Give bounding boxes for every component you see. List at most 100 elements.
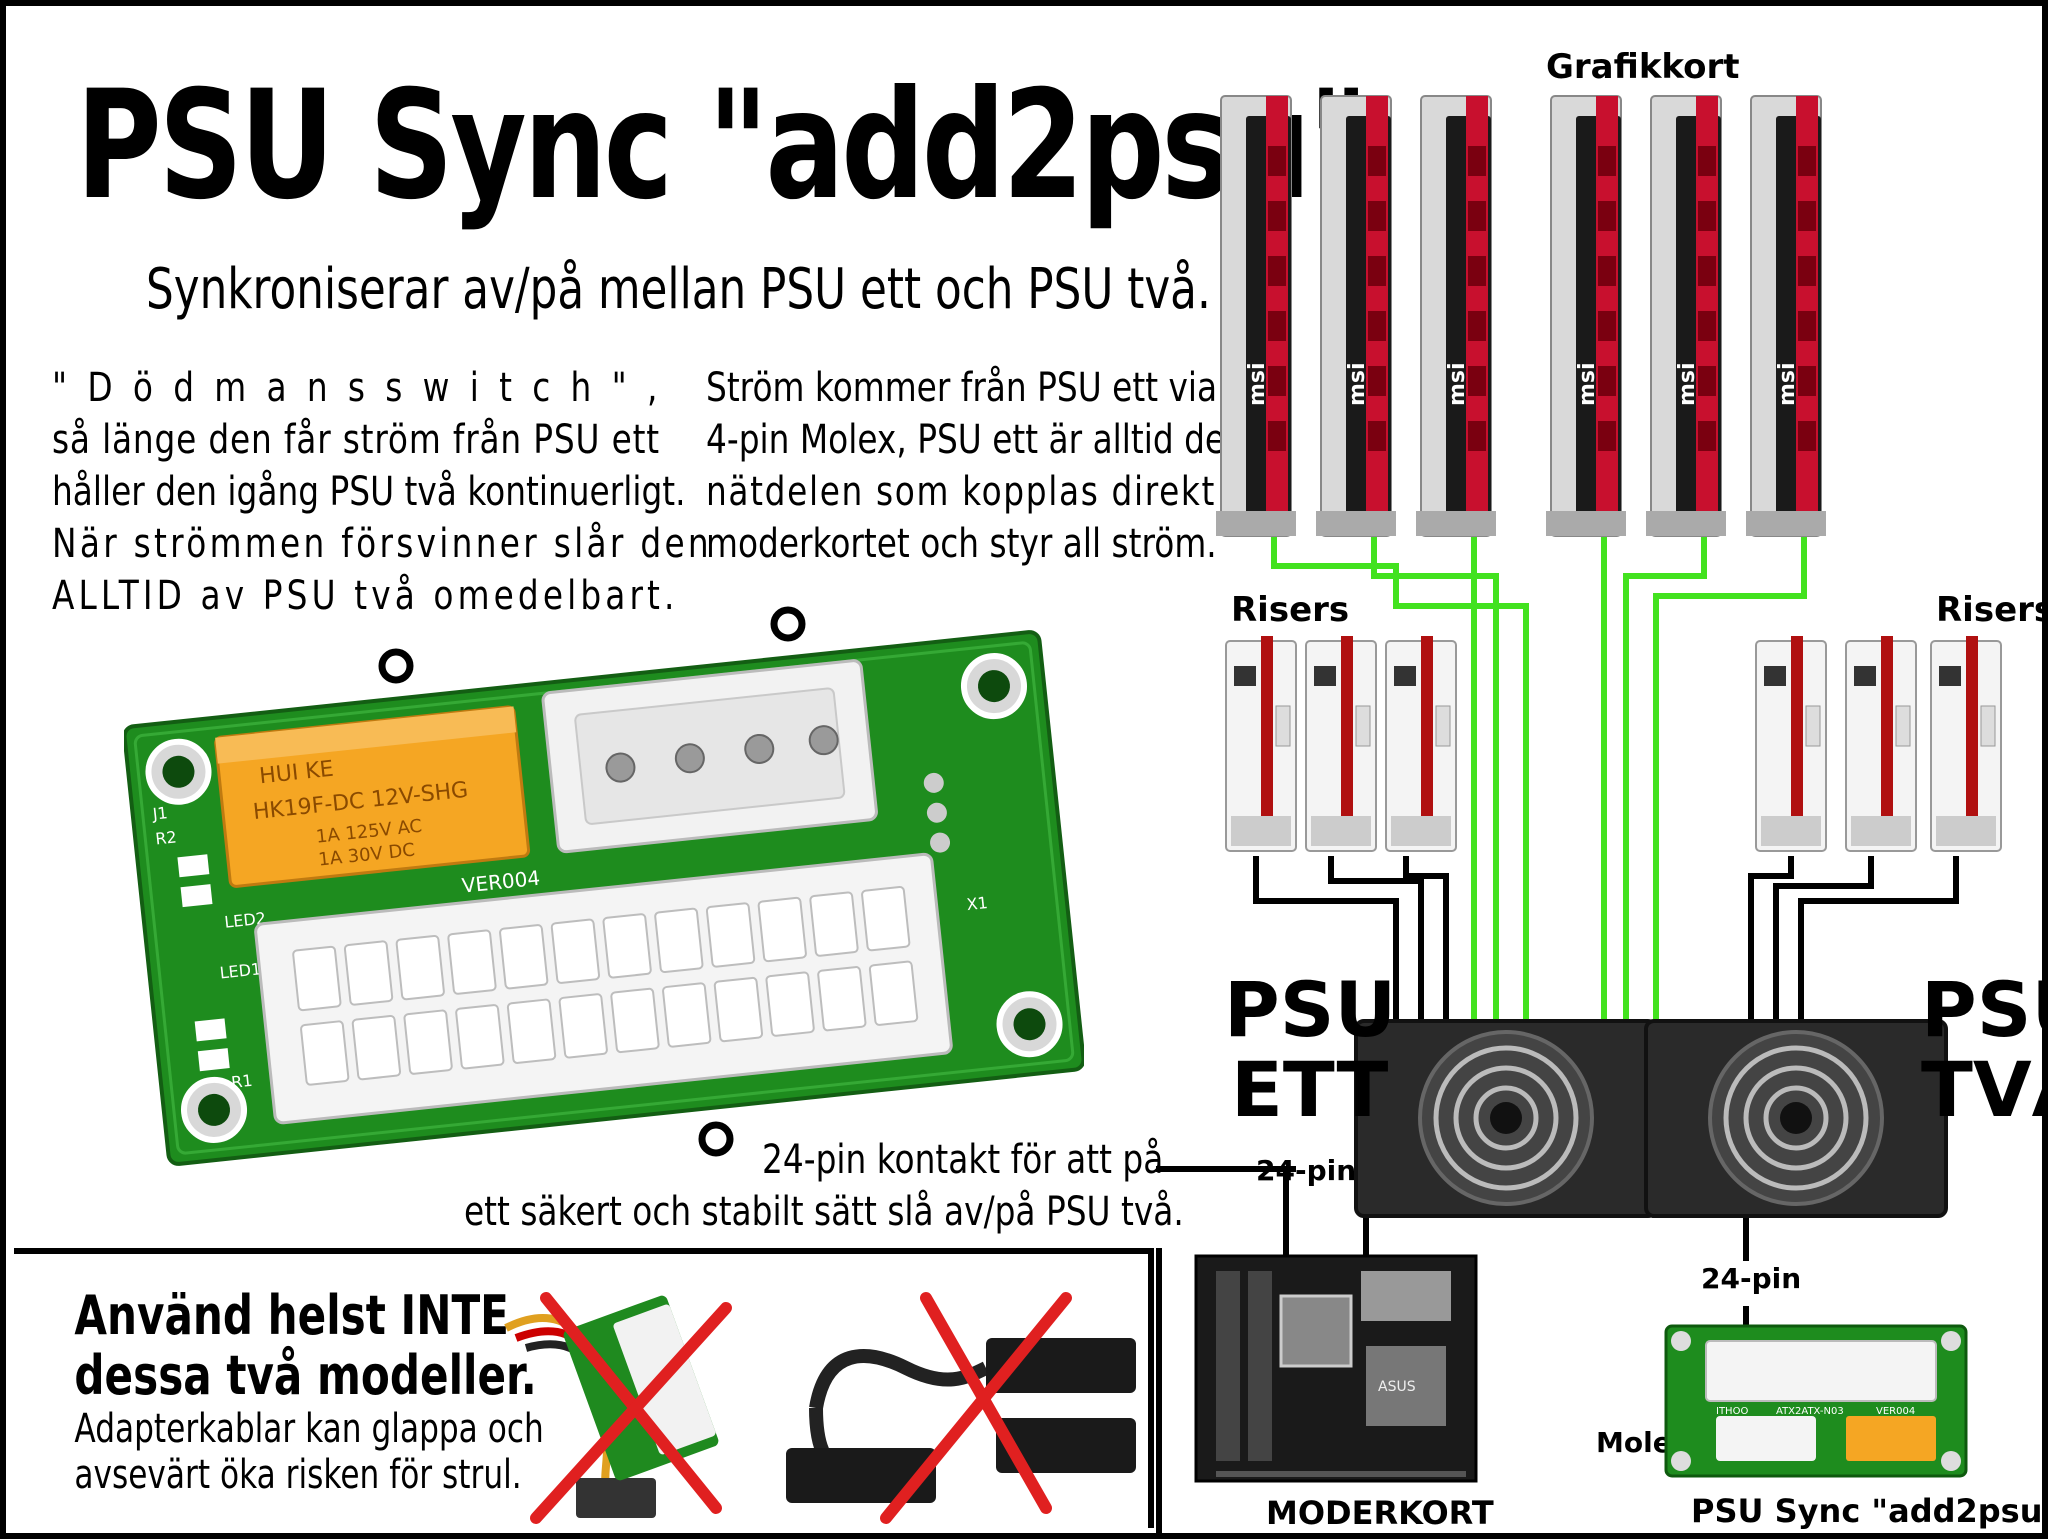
- psu-tva: [1644, 1019, 1948, 1218]
- text-line: nätdelen som kopplas direkt till: [706, 469, 1275, 515]
- power-source-text: Ström kommer från PSU ett via 4-pin Mole…: [706, 362, 1275, 570]
- motherboard-brand: ASUS: [1378, 1379, 1416, 1395]
- molex-connector: [541, 659, 878, 854]
- risers-right-label: Risers: [1936, 590, 2048, 630]
- text-line: håller den igång PSU två kontinuerligt.: [52, 469, 686, 515]
- gpu-row: msi msi msi msi msi msi: [1216, 95, 1826, 537]
- text-line: ALLTID av PSU två omedelbart.: [52, 573, 679, 619]
- connector-pin: [558, 993, 608, 1059]
- atx-24pin-connector: [254, 852, 953, 1125]
- riser-card: [1845, 636, 1917, 852]
- gpu-card: msi: [1646, 95, 1726, 537]
- connector-pin: [506, 998, 557, 1064]
- connector-pin: [757, 896, 807, 963]
- mini-board-version: VER004: [1876, 1406, 1915, 1417]
- smd-components: [177, 772, 951, 1072]
- gpu-card: msi: [1216, 95, 1296, 537]
- mining-rig-diagram: Grafikkort Risers Risers: [1156, 47, 2048, 1532]
- mini-sync-board: ITHOO ATX2ATX-N03 VER004: [1664, 1324, 1968, 1478]
- connector-caption-line-1: 24-pin kontakt för att på: [762, 1137, 1164, 1183]
- connector-pin: [447, 929, 497, 995]
- risers-left-label: Risers: [1231, 590, 1349, 630]
- riser-card: [1225, 636, 1297, 852]
- text-line: moderkortet och styr all ström.: [706, 521, 1217, 567]
- silk-r1: R1: [230, 1071, 253, 1092]
- red-cross-2: [880, 1292, 1072, 1524]
- gpu-card: msi: [1416, 95, 1496, 537]
- connector-pin: [662, 982, 712, 1048]
- red-cross-1: [530, 1292, 732, 1524]
- riser-row: [1225, 636, 2002, 852]
- gpu-group-label: Grafikkort: [1546, 47, 1740, 87]
- psu-tva-label-1: PSU: [1921, 965, 2048, 1054]
- mini-board-model: ATX2ATX-N03: [1776, 1406, 1844, 1417]
- mini-board-brand: ITHOO: [1716, 1406, 1748, 1417]
- text-line: När strömmen försvinner slår den: [52, 521, 712, 567]
- right-divider: [1156, 1248, 1162, 1533]
- connector-pin: [602, 913, 652, 979]
- connector-pin: [610, 987, 660, 1054]
- gpu-card: msi: [1746, 95, 1826, 537]
- silk-r2: R2: [154, 827, 177, 848]
- text-line: Ström kommer från PSU ett via: [706, 365, 1218, 411]
- motherboard-label: MODERKORT: [1266, 1494, 1494, 1532]
- callout-markers: [378, 606, 806, 1157]
- connector-pin: [861, 886, 911, 952]
- silk-led2: LED2: [223, 909, 266, 932]
- callout-marker-24pin: [698, 1121, 734, 1157]
- dead-man-switch-text: " D ö d m a n s s w i t c h " , så länge…: [52, 362, 712, 622]
- connector-pin: [550, 918, 601, 984]
- warning-text-2: avsevärt öka risken för strul.: [74, 1452, 522, 1498]
- silk-led1: LED1: [219, 959, 262, 982]
- psu-ett-label-2: ETT: [1231, 1045, 1389, 1134]
- psu-ett-label-1: PSU: [1224, 965, 1396, 1054]
- pin24-left-label: 24-pin: [1256, 1154, 1356, 1187]
- gpu-brand: msi: [1575, 362, 1600, 406]
- motherboard: ASUS: [1194, 1254, 1478, 1483]
- gpu-brand: msi: [1345, 362, 1370, 406]
- gpu-brand: msi: [1245, 362, 1270, 406]
- riser-power-cables: [1253, 856, 1959, 1026]
- warning-text: Använd helst INTE dessa två modeller. Ad…: [26, 1284, 544, 1499]
- warning-heading-2: dessa två modeller.: [74, 1344, 537, 1407]
- gpu-brand: msi: [1445, 362, 1470, 406]
- text-line: " D ö d m a n s s w i t c h " ,: [52, 365, 663, 411]
- connector-pin: [395, 934, 445, 1001]
- warning-box: [14, 1248, 1154, 1528]
- connector-pin: [654, 907, 704, 974]
- callout-marker-relay: [378, 648, 414, 684]
- riser-card: [1385, 636, 1457, 852]
- connector-pin: [705, 902, 756, 968]
- connector-pin: [817, 966, 867, 1032]
- connector-pin: [499, 924, 549, 990]
- text-line: så länge den får ström från PSU ett: [52, 417, 660, 463]
- add2psu-board: HUI KE HK19F-DC 12V-SHG 1A 125V AC 1A 30…: [124, 630, 1084, 1166]
- crossed-out-adapters: [504, 1292, 1136, 1524]
- connector-pin: [403, 1009, 453, 1075]
- connector-pin: [292, 945, 342, 1012]
- connector-pin: [809, 891, 859, 957]
- connector-pin: [868, 960, 919, 1026]
- riser-card: [1305, 636, 1377, 852]
- splitter-cable: [786, 1338, 1136, 1503]
- relay: HUI KE HK19F-DC 12V-SHG 1A 125V AC 1A 30…: [214, 705, 531, 888]
- sync-board-label: PSU Sync "add2psu": [1691, 1492, 2048, 1530]
- pin24-right-label: 24-pin: [1701, 1262, 1801, 1295]
- callout-marker-molex: [770, 606, 806, 642]
- connector-pin: [351, 1014, 402, 1081]
- gpu-power-cables: [1271, 536, 1807, 1026]
- psu-ett: [1354, 1019, 1658, 1218]
- page-title: PSU Sync "add2psu": [76, 59, 1369, 233]
- psu-tva-label-2: TVÅ: [1921, 1045, 2048, 1134]
- molex-sata-adapter: [504, 1295, 719, 1518]
- gpu-card: msi: [1316, 95, 1396, 537]
- warning-heading-1: Använd helst INTE: [74, 1284, 509, 1347]
- gpu-brand: msi: [1675, 362, 1700, 406]
- warning-text-1: Adapterkablar kan glappa och: [74, 1406, 544, 1452]
- text-line: 4-pin Molex, PSU ett är alltid den: [706, 417, 1246, 463]
- silk-j1: J1: [151, 803, 169, 824]
- riser-card: [1930, 636, 2002, 852]
- gpu-brand: msi: [1775, 362, 1800, 406]
- connector-pin: [713, 976, 764, 1043]
